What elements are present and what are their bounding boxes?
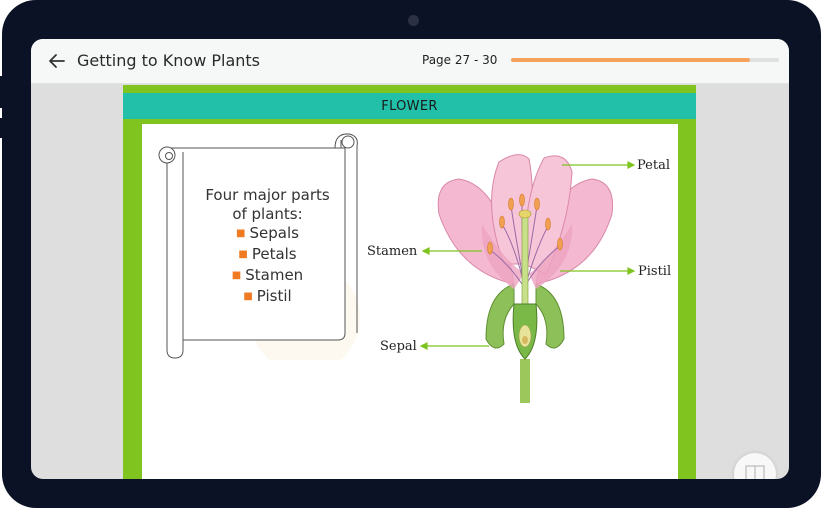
top-bar: Getting to Know Plants Page 27 - 30	[31, 39, 789, 84]
parts-list: ■Sepals ■Petals ■Stamen ■Pistil	[185, 224, 350, 308]
label-pistil: Pistil	[638, 264, 671, 279]
list-item: ■Stamen	[231, 266, 304, 284]
arrow-left-icon[interactable]	[47, 51, 67, 71]
page-content: Four major parts of plants: ■Sepals ■Pet…	[142, 124, 678, 479]
bullet-icon: ■	[236, 228, 246, 239]
corner-action-button[interactable]	[734, 453, 776, 479]
scroll-text: Four major parts of plants: ■Sepals ■Pet…	[185, 186, 350, 308]
scroll-panel: Four major parts of plants: ■Sepals ■Pet…	[155, 128, 361, 373]
page-range-label: Page 27 - 30	[422, 53, 498, 67]
label-stamen: Stamen	[367, 244, 418, 259]
camera-dot	[408, 15, 419, 26]
list-item: ■Petals	[238, 245, 297, 263]
bullet-icon: ■	[243, 291, 253, 302]
book-icon	[745, 465, 765, 479]
side-button-top	[0, 76, 4, 108]
bullet-icon: ■	[231, 270, 242, 281]
side-button-bottom	[0, 118, 4, 138]
progress-fill	[511, 58, 750, 62]
scroll-heading-line1: Four major parts	[205, 186, 330, 204]
screen: Getting to Know Plants Page 27 - 30 FLOW…	[31, 39, 789, 479]
page-title: Getting to Know Plants	[77, 51, 261, 70]
list-item: ■Pistil	[243, 287, 292, 305]
reading-progress-bar	[511, 58, 779, 62]
label-petal: Petal	[637, 158, 670, 173]
sepal-shape	[485, 283, 515, 349]
scroll-illustration	[158, 133, 360, 373]
list-item: ■Sepals	[236, 224, 299, 242]
book-page: FLOWER Four major	[123, 85, 696, 479]
scroll-heading-line2: of plants:	[232, 205, 303, 223]
bullet-icon: ■	[238, 249, 248, 260]
flower-diagram: Petal Stamen Pistil Sepal	[367, 154, 671, 403]
section-title: FLOWER	[123, 93, 696, 119]
label-sepal: Sepal	[380, 339, 417, 354]
